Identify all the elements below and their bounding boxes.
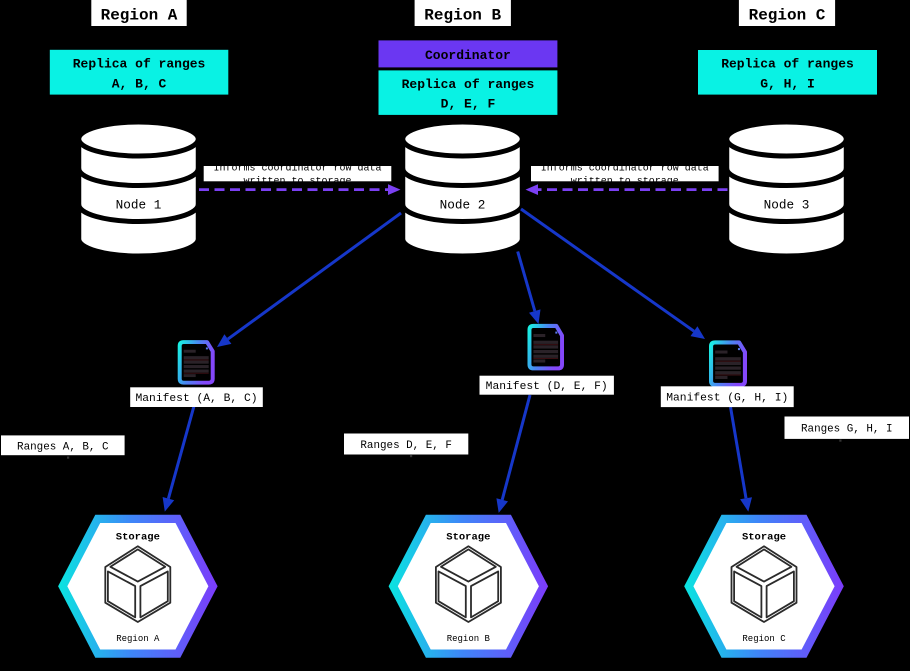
svg-text:Region A: Region A [116,634,160,644]
svg-text:Ranges G, H, I: Ranges G, H, I [801,424,893,436]
svg-text:written to storage: written to storage [571,176,679,188]
svg-text:Replica of ranges: Replica of ranges [402,77,535,92]
svg-text:Informs coordinator row data: Informs coordinator row data [213,163,381,175]
svg-text:A, B, C: A, B, C [112,77,167,92]
svg-text:Storage: Storage [446,532,490,544]
svg-text:Ranges D, E, F: Ranges D, E, F [360,440,452,452]
svg-text:Region C: Region C [749,7,826,25]
svg-text:Manifest (A, B, C): Manifest (A, B, C) [135,393,257,405]
svg-text:Storage: Storage [742,532,786,544]
svg-text:Ranges A, B, C: Ranges A, B, C [17,441,109,453]
svg-text:D, E, F: D, E, F [441,97,496,112]
svg-text:Region A: Region A [101,7,178,25]
svg-text:Replica of ranges: Replica of ranges [721,57,854,72]
svg-text:Informs coordinator row data: Informs coordinator row data [541,163,709,175]
svg-text:Region B: Region B [447,634,491,644]
svg-text:Manifest (D, E, F): Manifest (D, E, F) [486,381,608,393]
svg-text:Region C: Region C [742,634,786,644]
svg-text:written to storage: written to storage [243,176,351,188]
svg-text:Region B: Region B [424,7,501,25]
svg-text:Node 2: Node 2 [440,198,486,213]
svg-text:Storage: Storage [116,532,160,544]
svg-text:G, H, I: G, H, I [760,77,815,92]
svg-text:Node 3: Node 3 [764,198,810,213]
svg-text:Node 1: Node 1 [116,198,162,213]
svg-text:Coordinator: Coordinator [425,48,511,63]
svg-text:Replica of ranges: Replica of ranges [73,57,206,72]
svg-text:Manifest (G, H, I): Manifest (G, H, I) [666,393,788,405]
